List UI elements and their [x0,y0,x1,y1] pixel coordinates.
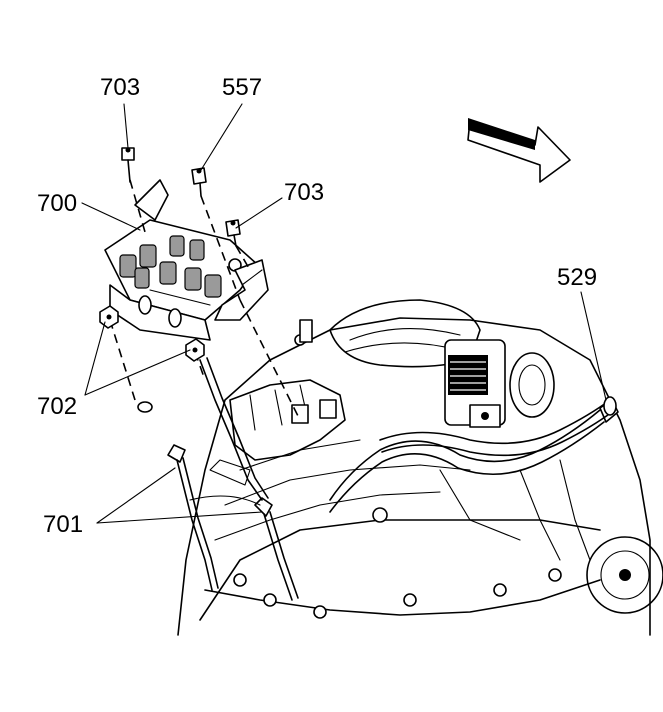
bolt-703-right [225,219,241,247]
arrow-right-icon [467,118,571,183]
callout-703-right: 703 [284,179,324,206]
engine-block [137,299,663,636]
install-line-557 [200,195,241,301]
nut-702-right [185,338,205,362]
bolt-703-top [121,147,135,183]
callout-700: 700 [37,190,77,217]
coil-mounting-bracket [134,179,169,221]
callout-529: 529 [557,264,597,291]
nut-702-left [99,305,119,329]
leader-lines [81,103,607,524]
hose-529 [379,396,617,457]
spark-plug-wire-right [199,357,299,601]
bolt-557 [191,167,207,197]
callout-702: 702 [37,393,77,420]
callout-703-top: 703 [100,74,140,101]
callout-701: 701 [43,511,83,538]
spark-plug-wire-left [167,444,219,591]
install-line-703-top [129,179,146,233]
callout-557: 557 [222,74,262,101]
